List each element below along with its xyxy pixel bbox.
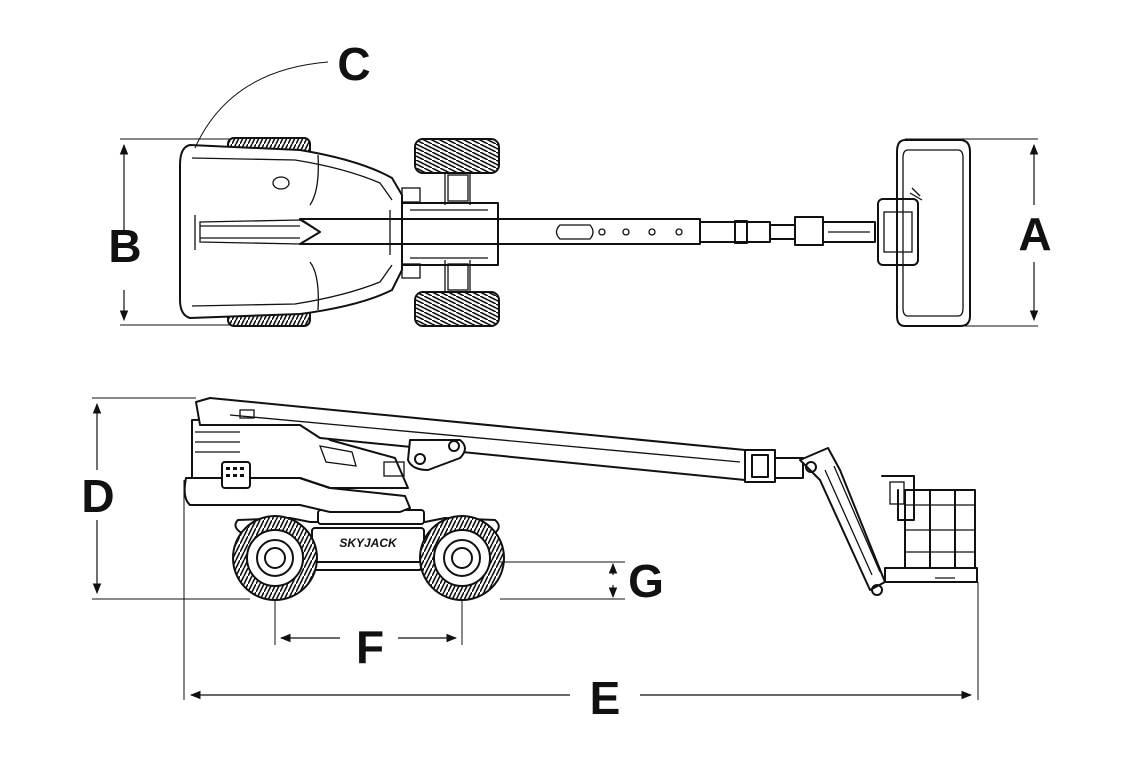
top-turntable [179,144,421,319]
side-jib [799,447,886,596]
brand-logo: SKYJACK [339,536,398,550]
label-d: D [81,470,114,522]
label-g: G [628,555,664,607]
label-b: B [108,220,141,272]
label-f: F [356,621,384,673]
top-platform [877,139,971,327]
dimension-labels: A B C D E F G [81,38,1051,724]
side-front-wheel [419,515,505,601]
label-a: A [1018,208,1051,260]
top-boom [200,216,876,246]
side-boom [195,397,804,483]
side-rear-wheel [232,515,318,601]
side-view: SKYJACK [183,397,978,601]
top-view [179,137,971,327]
side-turntable [183,417,411,513]
top-front-tires [414,138,500,327]
top-chassis [399,202,499,266]
label-c: C [337,38,370,90]
side-platform [881,475,978,583]
dimensions [92,61,1039,700]
label-e: E [590,672,621,724]
